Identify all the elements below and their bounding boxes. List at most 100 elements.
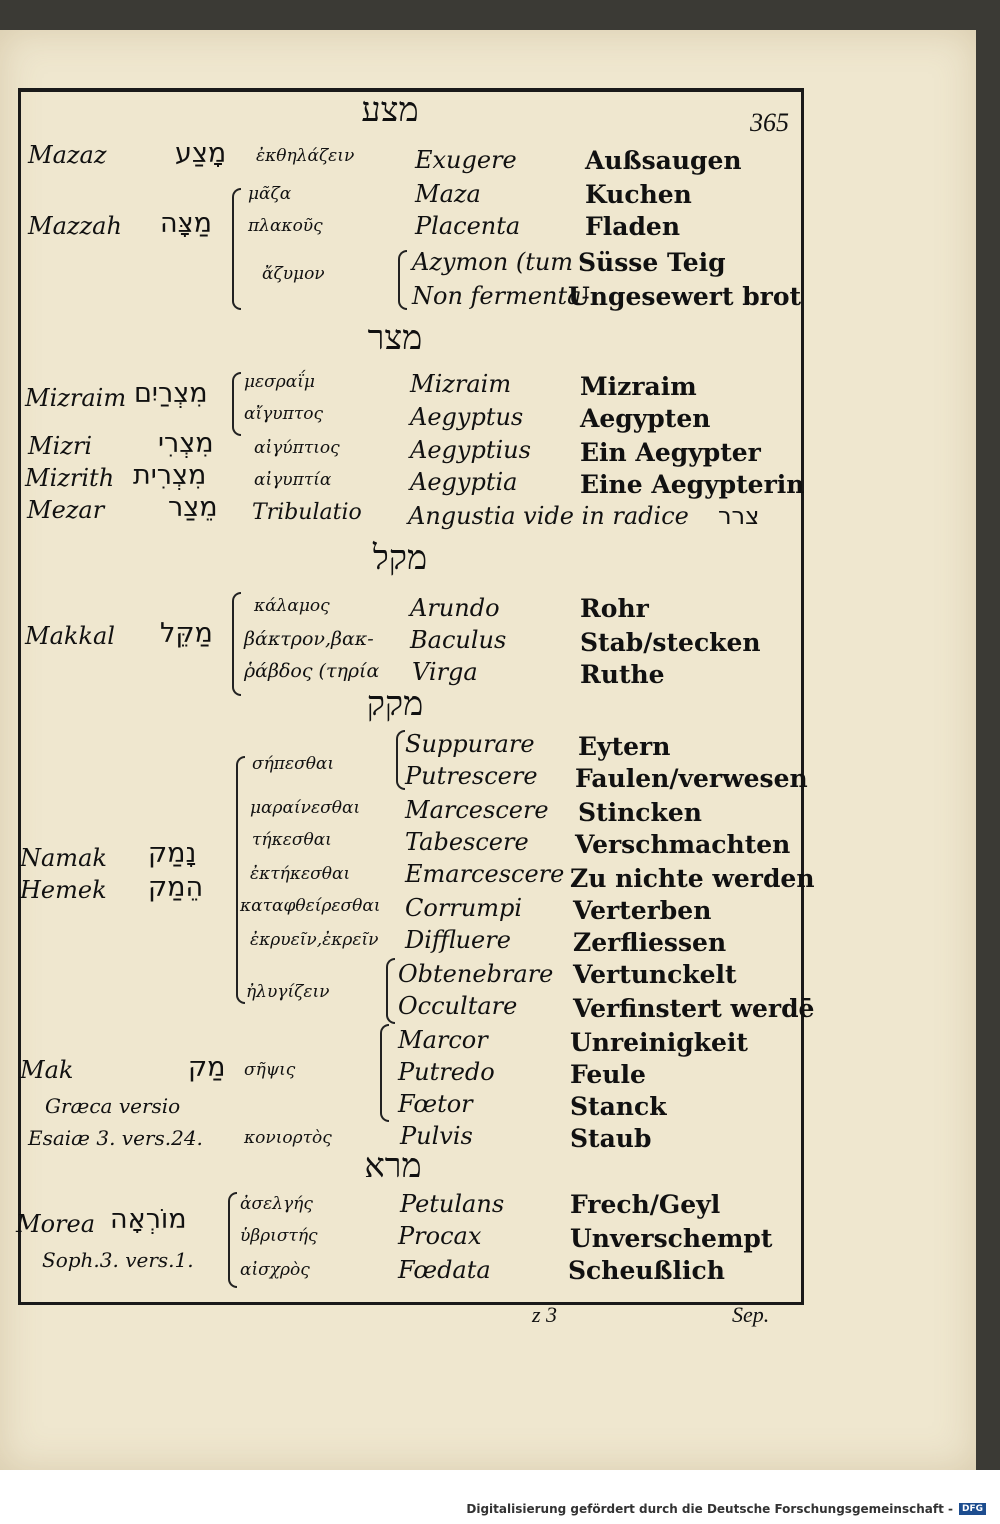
german-word: Vertunckelt <box>573 960 737 989</box>
brace <box>396 730 405 790</box>
section-header: מקק <box>366 686 424 723</box>
hebrew-word: נָמַק <box>148 838 197 869</box>
hebrew-word: מַצָּה <box>160 208 212 239</box>
dfg-logo-icon: DFG <box>958 1503 986 1515</box>
brace <box>228 1192 237 1288</box>
greek-word: τήκεσθαι <box>252 830 332 850</box>
german-word: Stincken <box>578 798 702 827</box>
latin-word: Corrumpi <box>405 894 523 922</box>
greek-word: ἐκθηλάζειν <box>256 146 355 166</box>
section-header: מצע <box>361 92 419 129</box>
german-word: Zerfliessen <box>573 928 727 957</box>
brace <box>232 372 241 436</box>
german-word: Feule <box>570 1060 646 1089</box>
greek-word: ἠλυγίζειν <box>246 982 330 1002</box>
latin-word: Pulvis <box>400 1122 473 1150</box>
latin-word: Marcor <box>398 1026 488 1054</box>
german-word: Ein Aegypter <box>580 438 761 467</box>
latin-word: Placenta <box>415 212 521 240</box>
transliteration: Hemek <box>20 876 107 904</box>
hebrew-word: מוֹרְאָה <box>110 1204 187 1235</box>
transliteration: Mizraim <box>25 384 127 412</box>
greek-word: μαραίνεσθαι <box>250 798 361 818</box>
greek-word: αἰσχρὸς <box>240 1260 310 1280</box>
brace <box>398 250 407 310</box>
latin-word: Obtenebrare <box>398 960 554 988</box>
source-reference: Esaiæ 3. vers.24. <box>28 1126 203 1150</box>
transliteration: Namak <box>20 844 107 872</box>
greek-word: ἐκτήκεσθαι <box>250 864 351 884</box>
german-word: Ruthe <box>580 660 665 689</box>
german-word: Ungesewert brot <box>568 282 802 311</box>
section-header: מקל <box>372 540 428 577</box>
greek-word: κονιορτὸς <box>244 1128 332 1148</box>
section-header: מצר <box>367 320 423 357</box>
greek-word: πλακοῦς <box>248 216 323 236</box>
greek-word: μᾶζα <box>248 184 292 204</box>
hebrew-word: מֵצַר <box>168 492 218 523</box>
greek-word: καταφθείρεσθαι <box>240 896 381 916</box>
book-page <box>0 30 976 1470</box>
latin-word: Procax <box>398 1222 482 1250</box>
brace <box>232 592 241 696</box>
german-word: Zu nichte werden <box>570 864 815 893</box>
greek-word: βάκτρον,βακ- <box>244 628 374 650</box>
latin-word: Virga <box>412 658 478 686</box>
signature-mark: z 3 <box>532 1302 558 1327</box>
german-word: Außsaugen <box>585 146 742 175</box>
greek-word: αἰγύπτιος <box>254 438 340 458</box>
funding-credit: Digitalisierung gefördert durch die Deut… <box>466 1502 986 1516</box>
catchword: Sep. <box>732 1302 770 1327</box>
greek-word: σήπεσθαι <box>252 754 335 774</box>
latin-word: Petulans <box>400 1190 505 1218</box>
transliteration: Mizri <box>28 432 93 460</box>
transliteration: Mizrith <box>25 464 115 492</box>
page-number: 365 <box>750 108 789 137</box>
latin-word: Marcescere <box>405 796 549 824</box>
greek-word: ἀσελγής <box>240 1194 313 1214</box>
latin-word: Emarcescere <box>405 860 565 888</box>
latin-word: Aegyptus <box>410 403 524 431</box>
latin-word: Baculus <box>410 626 507 654</box>
latin-word: Tribulatio <box>252 500 362 525</box>
greek-word: σῆψις <box>244 1060 296 1080</box>
latin-word: Aegyptia <box>410 468 518 496</box>
german-word: Süsse Teig <box>578 248 726 277</box>
greek-word: αἴγυπτος <box>244 404 323 424</box>
latin-word: Arundo <box>410 594 500 622</box>
german-word: Scheußlich <box>568 1256 725 1285</box>
hebrew-root: צרר <box>718 502 760 530</box>
brace <box>236 756 245 1004</box>
hebrew-word: מִצְרִי <box>158 428 214 459</box>
greek-word: ἄζυμον <box>262 264 325 284</box>
german-word: Kuchen <box>585 180 692 209</box>
greek-word: αἰγυπτία <box>254 470 332 490</box>
brace <box>380 1024 389 1122</box>
greek-word: ὑβριστής <box>240 1226 318 1246</box>
german-word: Frech/Geyl <box>570 1190 721 1219</box>
hebrew-word: הֵמַק <box>148 872 204 903</box>
latin-word: Occultare <box>398 992 518 1020</box>
latin-word: Angustia vide in radice <box>408 502 689 530</box>
latin-word: Mizraim <box>410 370 512 398</box>
german-word: Rohr <box>580 594 649 623</box>
greek-word: μεσραΐμ <box>244 372 315 392</box>
latin-word: Non fermenta- <box>412 282 590 310</box>
brace <box>386 958 395 1024</box>
greek-word: ῥάβδος (τηρία <box>244 660 380 682</box>
german-word: Verschmachten <box>575 830 791 859</box>
german-word: Mizraim <box>580 372 697 401</box>
brace <box>232 188 241 310</box>
latin-word: Fœtor <box>398 1090 473 1118</box>
latin-word: Fœdata <box>398 1256 491 1284</box>
german-word: Unreinigkeit <box>570 1028 748 1057</box>
transliteration: Mazaz <box>28 141 107 169</box>
german-word: Aegypten <box>580 404 711 433</box>
latin-word: Putrescere <box>405 762 538 790</box>
latin-word: Aegyptius <box>410 436 531 464</box>
transliteration: Mazzah <box>28 212 122 240</box>
german-word: Verfinstert werdē <box>573 994 815 1023</box>
latin-word: Azymon (tum <box>412 248 574 276</box>
german-word: Faulen/verwesen <box>575 764 808 793</box>
transliteration: Morea <box>16 1210 96 1238</box>
